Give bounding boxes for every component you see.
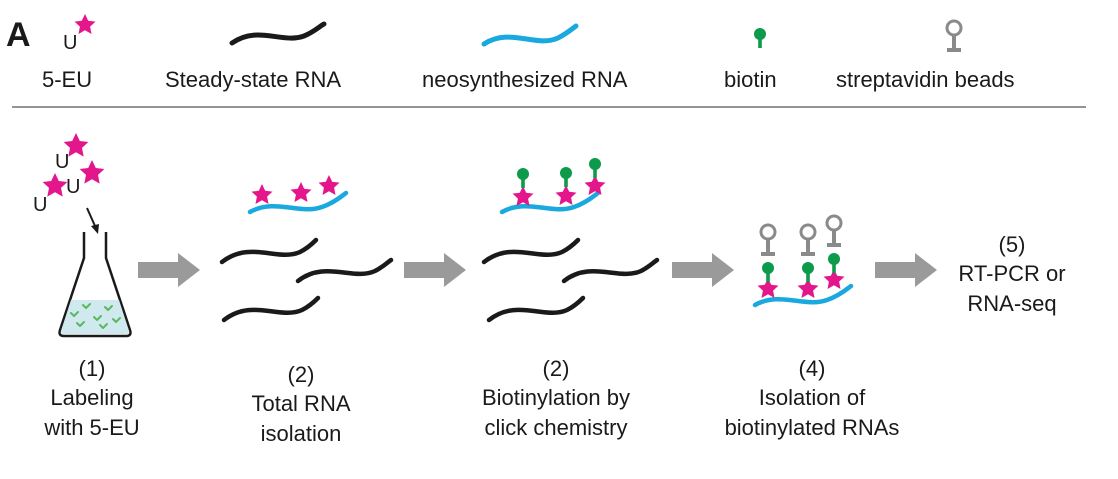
step3-number: (2): [543, 356, 570, 381]
legend-biotin-label: biotin: [724, 67, 777, 92]
legend-5eu-icon: U: [63, 14, 96, 54]
seedlings: [70, 303, 121, 329]
panel-label: A: [6, 16, 31, 54]
step5-number: (5): [999, 232, 1026, 257]
step4-line1: Isolation of: [759, 385, 866, 410]
arrow-3: [672, 253, 734, 287]
legend-streptavidin-bead-icon: [945, 19, 963, 52]
step2-caption: (2) Total RNA isolation: [251, 362, 350, 446]
u-letter: U: [66, 176, 80, 198]
step4-caption: (4) Isolation of biotinylated RNAs: [725, 356, 900, 440]
step1-line1: Labeling: [50, 385, 133, 410]
step3-line1: Biotinylation by: [482, 385, 630, 410]
step2-line1: Total RNA: [251, 391, 350, 416]
legend: U 5-EU Steady-state RNA neosynthesized R…: [42, 14, 1015, 92]
u-letter: U: [33, 194, 47, 216]
step1-caption: (1) Labeling with 5-EU: [43, 356, 139, 440]
step3-caption: (2) Biotinylation by click chemistry: [482, 356, 630, 440]
legend-steady-rna-label: Steady-state RNA: [165, 67, 341, 92]
step3-graphic: [481, 158, 660, 323]
step2-line2: isolation: [261, 421, 342, 446]
step4-line2: biotinylated RNAs: [725, 415, 900, 440]
arrow-1: [138, 253, 200, 287]
flask-icon: [58, 232, 132, 338]
step5-line2: RNA-seq: [967, 291, 1056, 316]
step2-number: (2): [288, 362, 315, 387]
legend-neo-rna-icon: [481, 23, 579, 47]
step5-caption: (5) RT-PCR or RNA-seq: [958, 232, 1065, 316]
legend-steady-rna-icon: [229, 21, 327, 46]
arrow-2: [404, 253, 466, 287]
step5-line1: RT-PCR or: [958, 261, 1065, 286]
legend-streptavidin-label: streptavidin beads: [836, 67, 1015, 92]
pipette-arrow-icon: [86, 207, 96, 227]
step2-graphic: [219, 175, 394, 323]
step4-graphic: [752, 214, 854, 308]
u-letter: U: [55, 151, 69, 173]
svg-text:U: U: [63, 32, 77, 54]
step1-line2: with 5-EU: [43, 415, 139, 440]
legend-neo-rna-label: neosynthesized RNA: [422, 67, 628, 92]
legend-biotin-icon: [754, 28, 766, 48]
step1-number: (1): [79, 356, 106, 381]
step4-number: (4): [799, 356, 826, 381]
step3-line2: click chemistry: [484, 415, 627, 440]
arrow-4: [875, 253, 937, 287]
legend-5eu-label: 5-EU: [42, 67, 92, 92]
step1-graphic: U U U: [33, 133, 132, 338]
